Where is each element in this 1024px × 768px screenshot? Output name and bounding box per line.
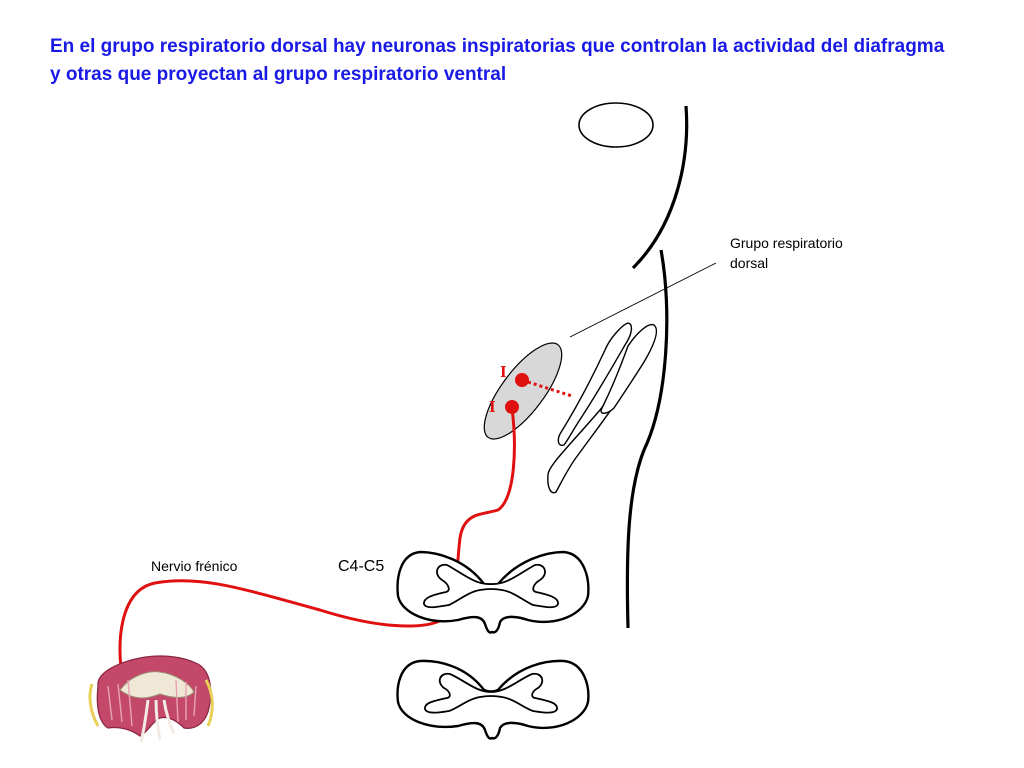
dorsal-group-label-line1: Grupo respiratorio — [730, 235, 843, 251]
brainstem-contour-lower — [625, 249, 669, 629]
inspiratory-neuron-bottom — [505, 400, 519, 414]
dorsal-group-leader-line — [569, 262, 717, 338]
spinal-level-label: C4-C5 — [338, 558, 384, 575]
dorsal-group-label-line2: dorsal — [730, 255, 768, 271]
brainstem-contour-upper — [631, 105, 689, 270]
medullary-structure-upper — [557, 322, 633, 447]
diaphragm-central-tendon — [119, 671, 195, 699]
phrenic-nerve-label: Nervio frénico — [151, 558, 238, 574]
diaphragm-illustration — [88, 655, 214, 743]
phrenic-nerve-path — [118, 579, 455, 669]
inspiratory-neuron-top — [515, 373, 529, 387]
diaphragm-crura — [139, 699, 176, 743]
grey-matter-c4c5 — [423, 563, 559, 609]
spinal-cord-section-c4c5 — [396, 550, 590, 634]
ventral-projection-dotted — [527, 380, 573, 398]
neuron-label-bottom: I — [489, 397, 496, 416]
medullary-structure-right — [600, 323, 658, 414]
grey-matter-lower — [424, 672, 558, 714]
diaphragm-fibers — [107, 679, 197, 727]
neuron-label-top: I — [500, 362, 507, 381]
slide-title: En el grupo respiratorio dorsal hay neur… — [50, 36, 945, 85]
diaphragm-ribs — [88, 679, 214, 727]
brain-structure-outline — [578, 102, 654, 148]
dorsal-respiratory-group — [483, 342, 563, 440]
spinal-cord-section-lower — [396, 659, 590, 740]
